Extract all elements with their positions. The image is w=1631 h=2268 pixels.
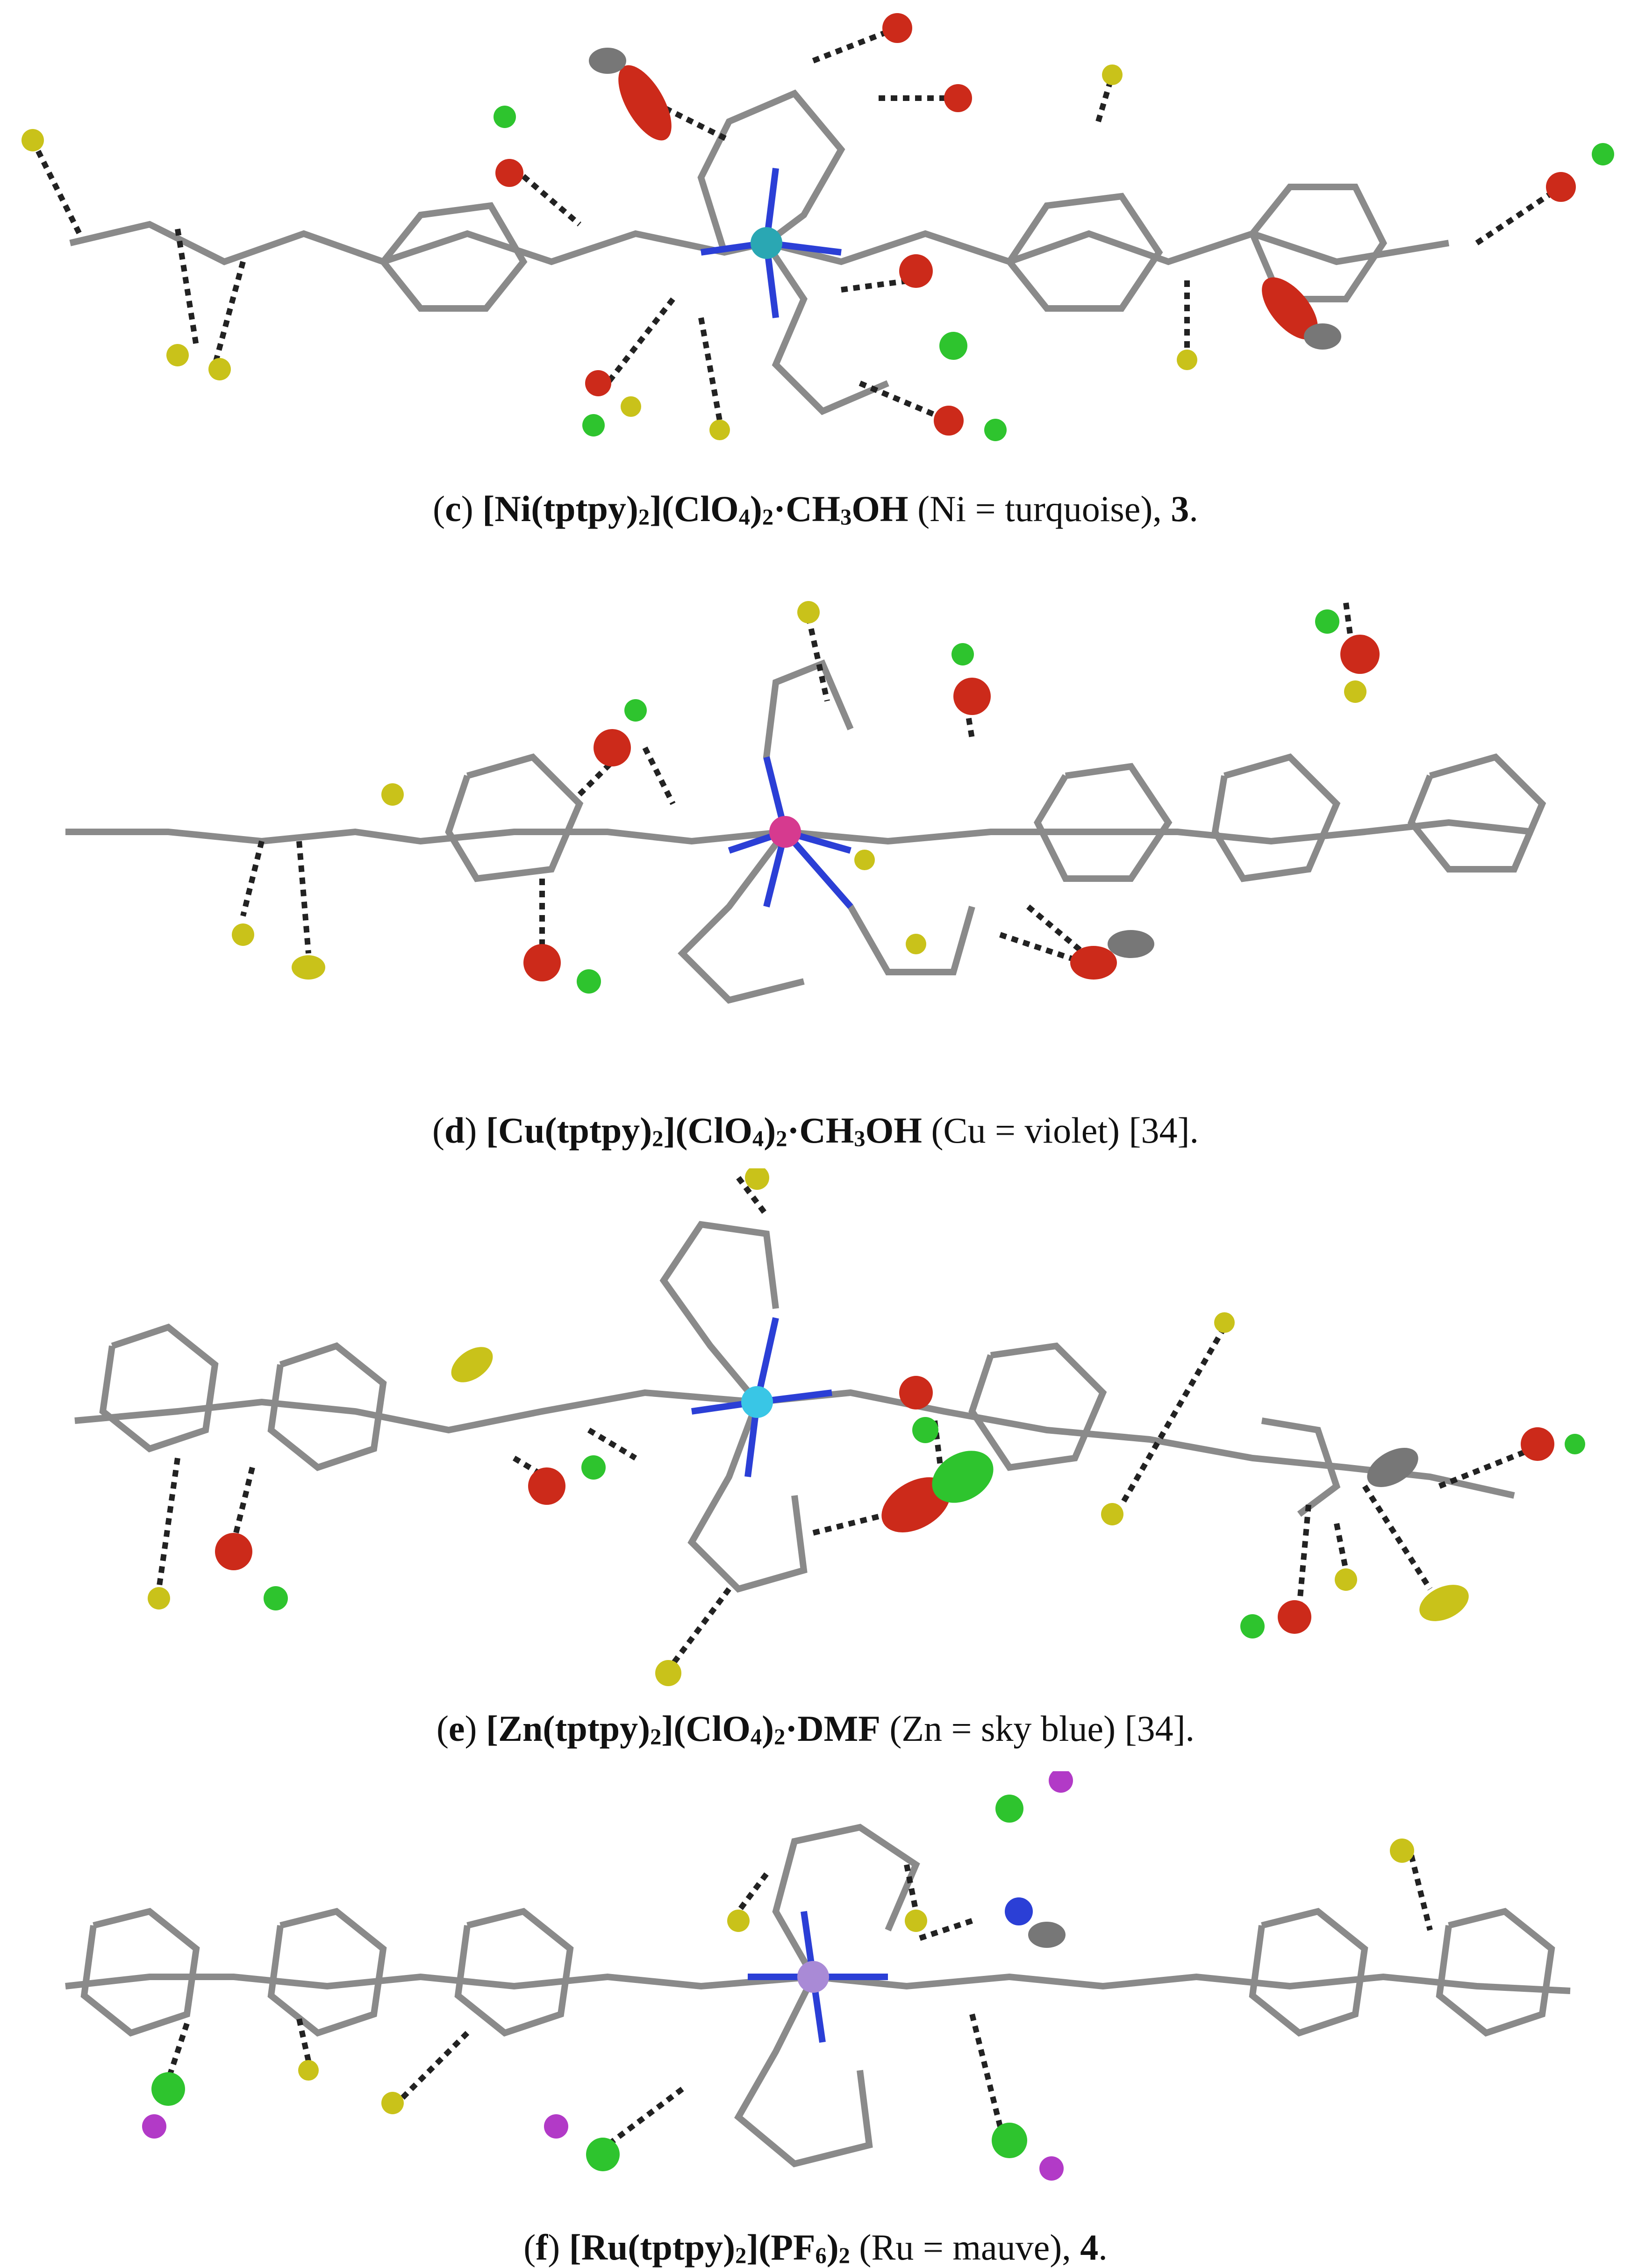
metal-atom-d	[769, 816, 801, 848]
structure-f-image	[65, 1771, 1571, 2181]
structure-d-image	[65, 601, 1546, 1004]
structure-e-image	[74, 1168, 1585, 1686]
caption-e: (e) [Zn(tptpy)2](ClO4)2·DMF (Zn = sky bl…	[436, 1708, 1195, 1750]
metal-atom-f	[797, 1961, 829, 1993]
metal-atom-e	[741, 1386, 773, 1418]
panel-c	[0, 0, 1631, 467]
caption-f: (f) [Ru(tptpy)2](PF6)2 (Ru = mauve), 4.	[523, 2227, 1108, 2268]
panel-e	[0, 1168, 1631, 1692]
panel-f	[0, 1771, 1631, 2220]
structure-c-image	[21, 13, 1614, 441]
metal-atom-c	[751, 227, 782, 259]
caption-d: (d) [Cu(tptpy)2](ClO4)2·CH3OH (Cu = viol…	[432, 1110, 1199, 1152]
panel-d	[0, 551, 1631, 1103]
caption-c: (c) [Ni(tptpy)2](ClO4)2·CH3OH (Ni = turq…	[433, 488, 1198, 530]
